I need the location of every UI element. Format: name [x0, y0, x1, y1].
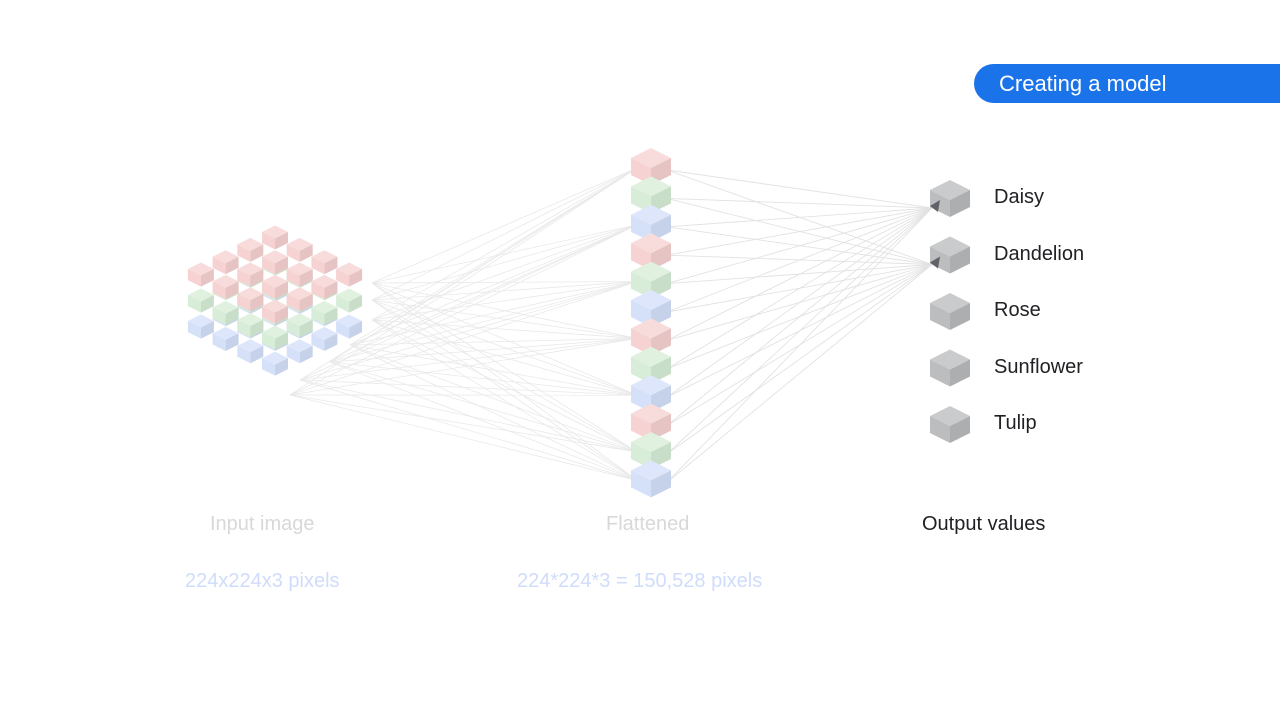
input-pixel-cube — [187, 288, 214, 313]
input-pixel-cube — [237, 339, 264, 364]
flattened-pixel-cube — [631, 176, 671, 214]
input-pixel-cube — [336, 314, 363, 339]
input-image-dimensions: 224x224x3 pixels — [185, 570, 340, 592]
flattened-pixel-cube — [631, 233, 671, 271]
input-pixel-cube — [336, 288, 363, 313]
input-pixel-cube — [311, 274, 338, 299]
arrowhead-icon — [930, 200, 940, 212]
input-pixel-cube — [212, 274, 239, 299]
flattened-pixel-cube — [631, 375, 671, 413]
input-pixel-cube — [262, 250, 288, 275]
input-pixel-cube — [286, 237, 313, 262]
flattened-pixel-cube — [631, 432, 671, 469]
input-pixel-cube — [286, 287, 313, 312]
input-pixel-cube — [212, 326, 239, 351]
input-pixel-cube — [311, 250, 338, 275]
input-pixel-cube — [237, 237, 264, 262]
output-node-cube — [930, 293, 970, 330]
input-pixel-cube — [187, 314, 214, 339]
output-class-label: Sunflower — [994, 356, 1083, 378]
flattened-label: Flattened — [606, 513, 690, 535]
input-pixel-cube — [336, 262, 363, 287]
input-pixel-cube — [286, 262, 313, 287]
flattened-pixel-cube — [631, 460, 671, 498]
input-pixel-cube — [262, 274, 288, 299]
arrowhead-icon — [930, 256, 940, 269]
output-class-label: Daisy — [994, 186, 1045, 208]
input-pixel-cube — [237, 313, 264, 338]
flattened-pixel-cube — [631, 290, 671, 327]
output-class-label: Tulip — [994, 412, 1037, 434]
input-pixel-cube — [187, 262, 214, 287]
input-pixel-cube — [262, 299, 288, 324]
output-node-cube — [930, 236, 970, 274]
flattened-pixel-cube — [631, 204, 671, 242]
output-class-label: Rose — [994, 299, 1041, 321]
input-to-flattened-connections — [289, 167, 638, 481]
section-title-badge: Creating a model — [974, 64, 1280, 103]
input-pixel-cube — [212, 250, 239, 275]
input-pixel-cube — [286, 339, 313, 364]
flattened-pixel-cube — [631, 318, 671, 356]
flattened-pixel-cube — [631, 403, 671, 441]
flattened-pixel-cube — [631, 346, 671, 384]
input-pixel-cube — [262, 325, 288, 350]
input-image-label: Input image — [210, 513, 315, 535]
input-pixel-cube — [262, 225, 288, 250]
input-pixel-cube — [262, 351, 288, 376]
output-node-cube — [930, 406, 970, 443]
input-image-cube — [187, 225, 363, 376]
output-nodes — [930, 180, 970, 443]
flattened-pixel-cube — [631, 261, 671, 299]
input-pixel-cube — [212, 300, 239, 325]
input-pixel-cube — [237, 262, 264, 287]
flattened-pixel-cube — [631, 148, 671, 185]
input-pixel-cube — [311, 326, 338, 351]
flattened-column — [631, 148, 671, 498]
input-pixel-cube — [311, 300, 338, 325]
output-class-label: Dandelion — [994, 243, 1085, 265]
flattened-dimensions: 224*224*3 = 150,528 pixels — [517, 570, 763, 592]
output-values-label: Output values — [922, 513, 1046, 535]
output-node-cube — [930, 349, 970, 387]
flattened-to-output-connections — [666, 169, 933, 483]
input-pixel-cube — [237, 287, 264, 312]
input-pixel-cube — [286, 313, 313, 338]
output-node-cube — [930, 180, 970, 217]
